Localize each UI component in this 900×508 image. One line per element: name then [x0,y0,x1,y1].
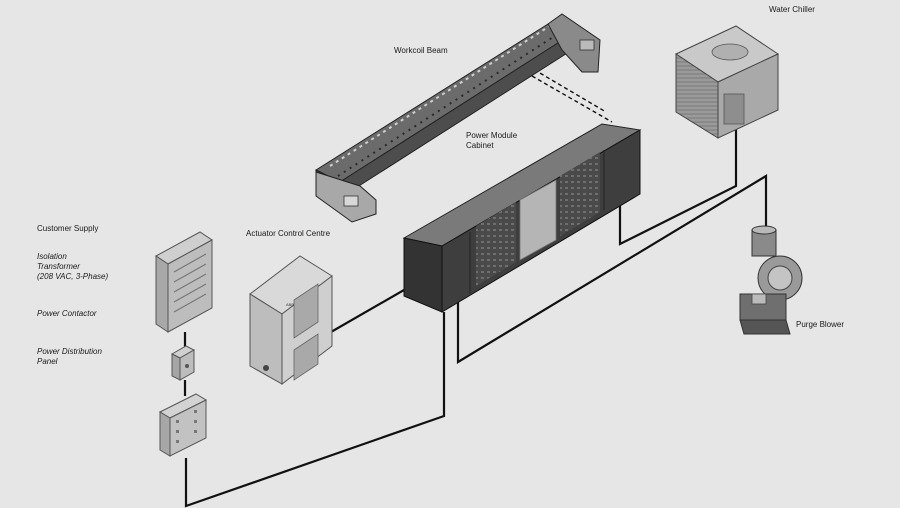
purge-blower-label: Purge Blower [796,320,845,329]
power-distribution-panel-label-line1: Power Distribution [37,347,102,356]
isolation-transformer-label-line3: (208 VAC, 3-Phase) [37,272,109,281]
isolation-transformer [155,231,213,333]
water-chiller [674,25,780,139]
workcoil-beam [314,13,601,223]
water-chiller-label: Water Chiller [769,5,815,14]
isolation-transformer-label: Isolation Transformer (208 VAC, 3-Phase) [37,252,108,282]
power-module-cabinet [402,123,642,313]
actuator-badge: ABB [286,302,294,307]
coolant-link-dashed [527,65,613,123]
isolation-transformer-label-line1: Isolation [37,252,67,261]
power-contactor [170,345,196,381]
actuator-control-centre-label: Actuator Control Centre [246,229,331,238]
power-module-cabinet-label-line2: Cabinet [466,141,494,150]
cable-supply-to-cabinet [184,312,446,508]
isolation-transformer-label-line2: Transformer [37,262,80,271]
power-cables [183,128,768,508]
power-module-cabinet-label-line1: Power Module [466,131,518,140]
power-distribution-panel-label-line2: Panel [37,357,58,366]
cable-cabinet-to-chiller [618,128,738,246]
workcoil-beam-label: Workcoil Beam [394,46,448,55]
customer-supply-label: Customer Supply [37,224,99,233]
power-distribution-panel-label: Power Distribution Panel [37,347,102,367]
power-contactor-label: Power Contactor [37,309,97,318]
actuator-control-centre: ABB [249,255,333,386]
power-module-cabinet-label: Power Module Cabinet [466,131,517,151]
cable-actuator-to-cabinet [330,289,405,333]
cable-cabinet-to-blower [456,174,768,364]
power-distribution-panel [158,393,208,457]
purge-blower [739,225,803,335]
